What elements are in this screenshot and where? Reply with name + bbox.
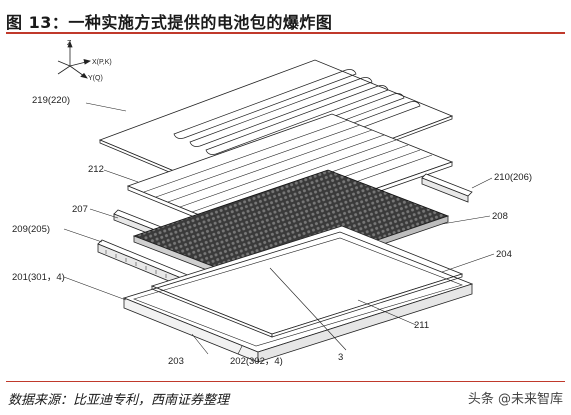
label-208: 208 xyxy=(492,211,508,222)
coordinate-axes-icon xyxy=(57,40,92,79)
title-divider xyxy=(6,32,565,34)
label-212: 212 xyxy=(88,164,104,175)
label-207: 207 xyxy=(72,204,88,215)
axis-z-label: Z xyxy=(67,40,72,47)
source-note: 数据来源：比亚迪专利，西南证券整理 xyxy=(8,393,230,408)
label-211: 211 xyxy=(414,320,429,331)
side-beam-210 xyxy=(421,173,473,203)
leader-lines xyxy=(63,102,495,355)
label-219: 219(220) xyxy=(32,95,70,106)
label-204: 204 xyxy=(496,249,512,260)
figure-title: 图 13：一种实施方式提供的电池包的爆炸图 xyxy=(6,13,333,32)
watermark: 头条 @未来智库 xyxy=(467,392,563,407)
label-209: 209(205) xyxy=(12,224,50,235)
label-203: 203 xyxy=(168,356,184,367)
axis-x-label: X(P,K) xyxy=(92,59,112,66)
outer-frame xyxy=(122,231,474,363)
footer-divider xyxy=(6,381,565,382)
exploded-view-drawing: Z X(P,K) Y(Q) xyxy=(12,40,532,367)
label-210: 210(206) xyxy=(494,172,532,183)
label-202: 202(302，4) xyxy=(230,356,283,367)
label-201: 201(301，4) xyxy=(12,272,65,283)
axis-y-label: Y(Q) xyxy=(88,75,103,82)
label-3: 3 xyxy=(338,352,343,363)
title-bar: 图 13：一种实施方式提供的电池包的爆炸图 xyxy=(6,6,565,34)
exploded-view-figure: Z X(P,K) Y(Q) xyxy=(6,36,565,378)
